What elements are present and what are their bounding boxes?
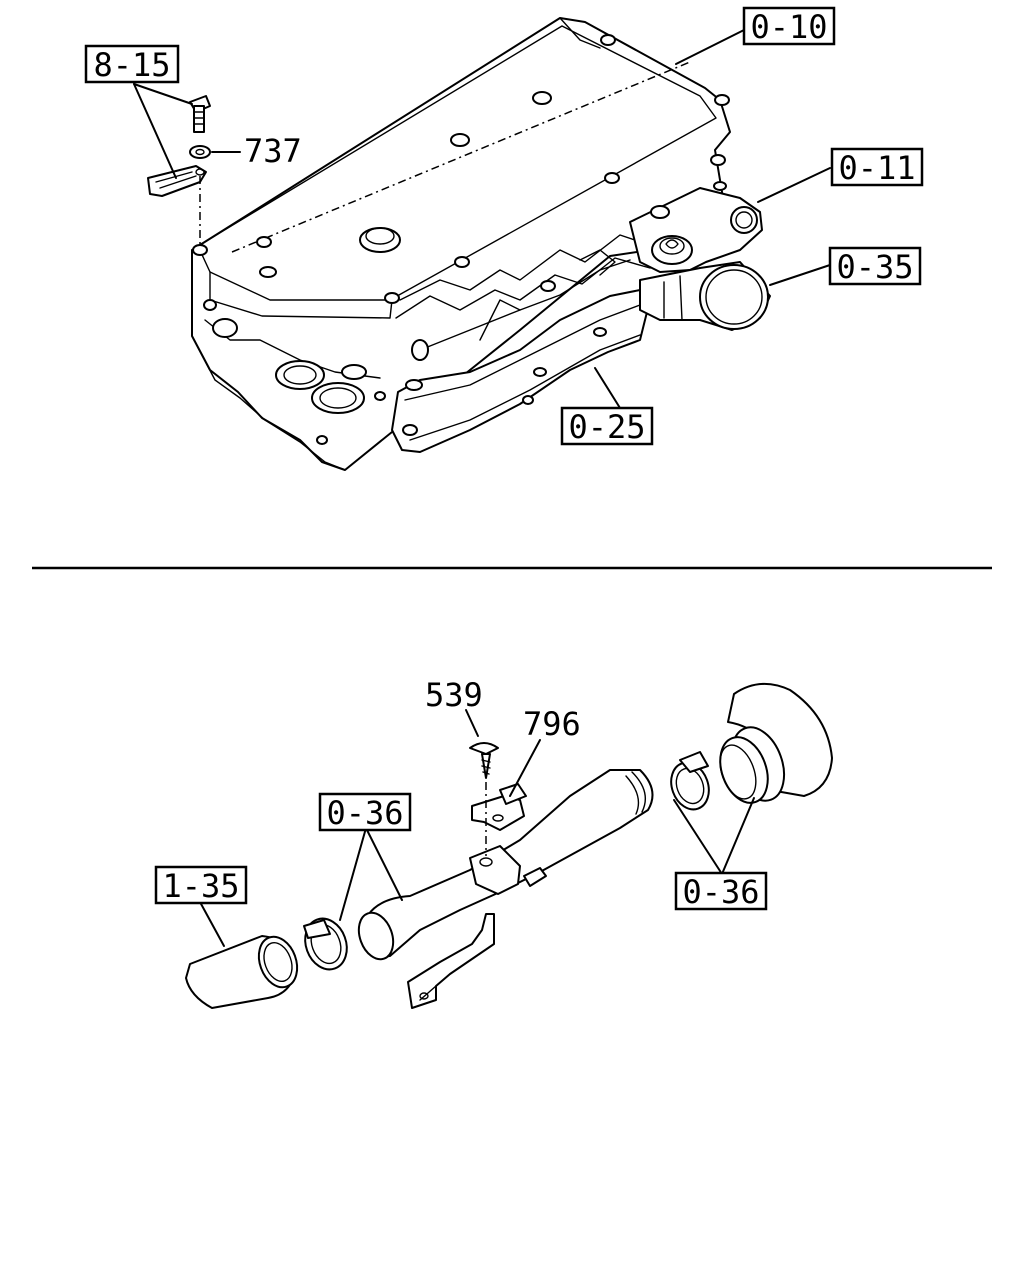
svg-text:8-15: 8-15 <box>93 46 170 84</box>
svg-text:796: 796 <box>523 705 581 743</box>
cylinder-head-assembly <box>191 17 771 471</box>
callout-1-35: 1-35 <box>154 865 248 905</box>
upper-leader-lines <box>133 29 831 409</box>
svg-text:737: 737 <box>244 132 302 170</box>
callout-539: 539 <box>425 676 483 714</box>
callout-0-35: 0-35 <box>828 246 922 286</box>
cover-bolts <box>192 34 730 304</box>
bracket-parts <box>147 95 211 244</box>
intake-hose-assembly <box>185 683 833 1009</box>
callout-0-10: 0-10 <box>742 6 836 46</box>
svg-text:1-35: 1-35 <box>162 867 239 905</box>
svg-text:0-25: 0-25 <box>568 408 645 446</box>
callout-796: 796 <box>523 705 581 743</box>
callout-0-36-left: 0-36 <box>318 792 412 832</box>
svg-text:0-36: 0-36 <box>682 873 759 911</box>
svg-text:539: 539 <box>425 676 483 714</box>
svg-text:0-11: 0-11 <box>838 149 915 187</box>
svg-text:0-10: 0-10 <box>750 8 827 46</box>
callout-737: 737 <box>244 132 302 170</box>
callout-0-11: 0-11 <box>830 147 924 187</box>
callout-0-25: 0-25 <box>560 406 654 446</box>
svg-text:0-36: 0-36 <box>326 794 403 832</box>
callout-8-15: 8-15 <box>84 44 180 84</box>
svg-text:0-35: 0-35 <box>836 248 913 286</box>
lower-leader-lines <box>199 709 755 947</box>
callout-0-36-right: 0-36 <box>674 871 768 911</box>
